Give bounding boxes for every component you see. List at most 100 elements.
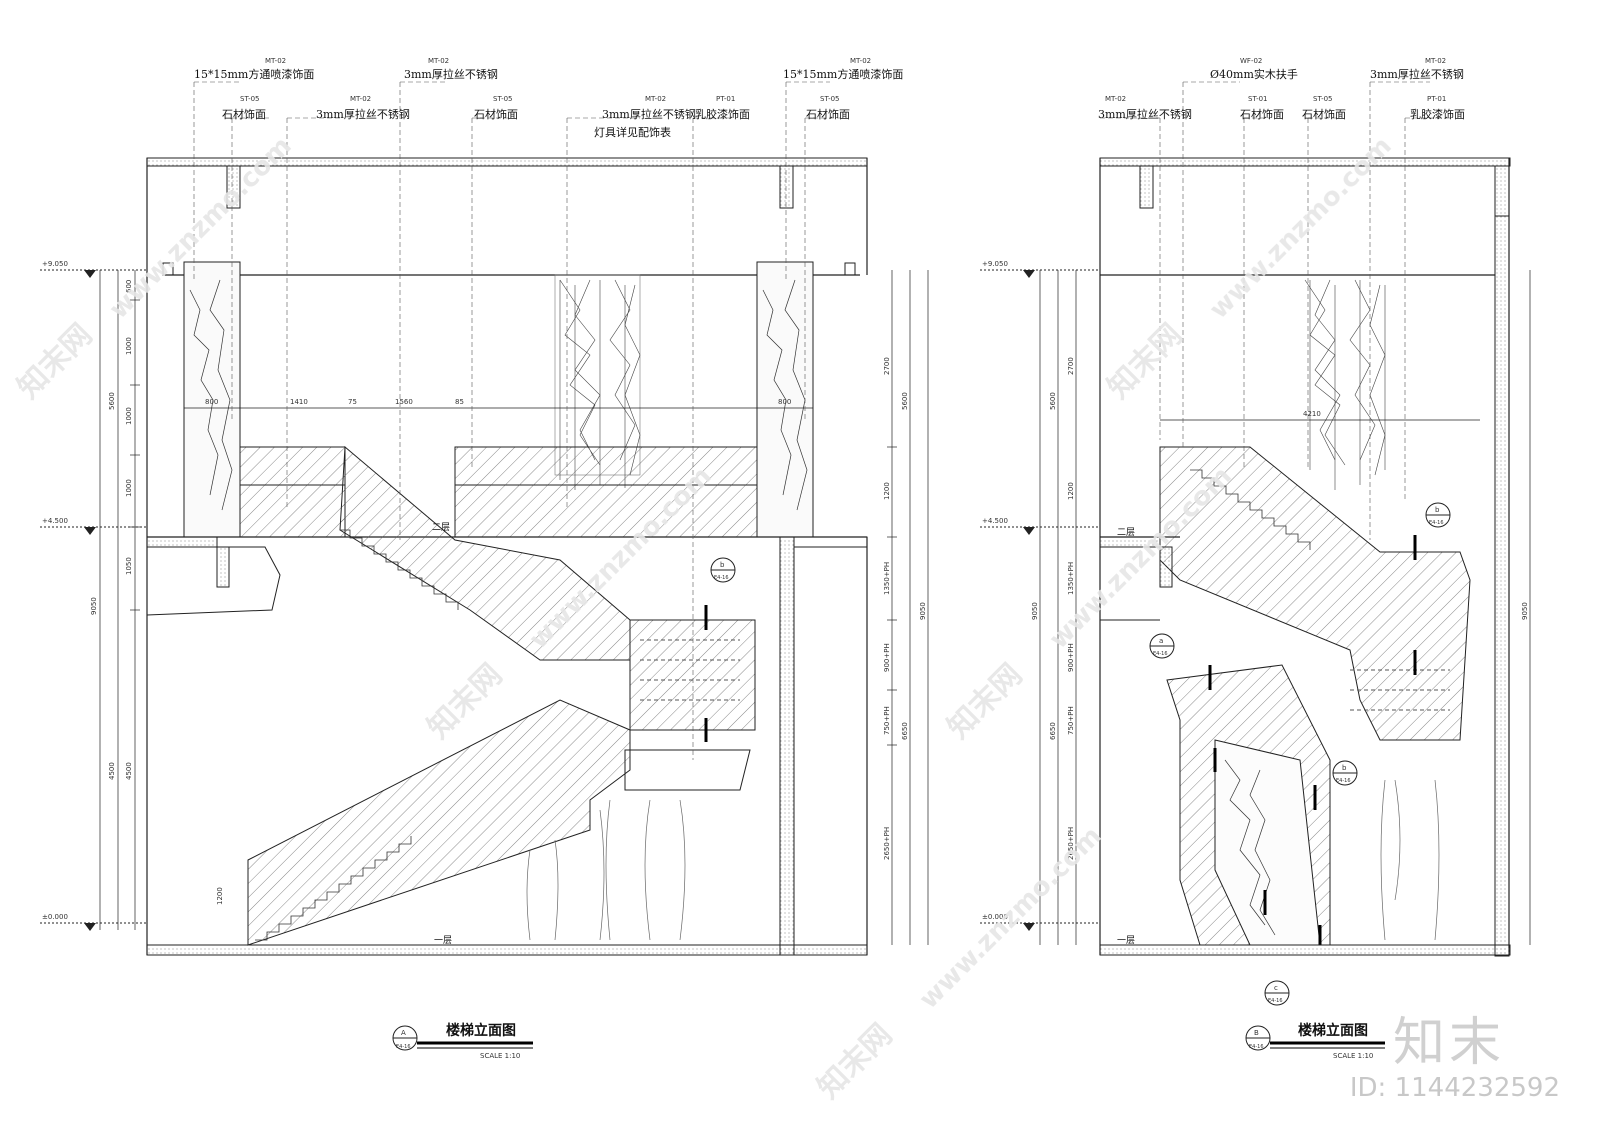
svg-text:750+PH: 750+PH: [1067, 706, 1075, 735]
right-ceiling-slab: [1099, 157, 1511, 167]
svg-text:750+PH: 750+PH: [883, 706, 891, 735]
svg-text:a: a: [1159, 637, 1163, 645]
right-detail-bubble-b1[interactable]: b E4-16: [1425, 502, 1451, 528]
svg-text:85: 85: [455, 398, 464, 406]
svg-text:石材饰面: 石材饰面: [474, 107, 518, 121]
svg-text:900+PH: 900+PH: [883, 643, 891, 672]
svg-text:5600: 5600: [108, 392, 116, 410]
left-level-marks: +9.050 +4.500 ±0.000: [40, 260, 147, 931]
svg-text:E4-16: E4-16: [1429, 520, 1444, 526]
svg-text:+9.050: +9.050: [42, 260, 68, 268]
svg-text:ST-05: ST-05: [493, 95, 513, 103]
svg-text:2700: 2700: [1067, 357, 1075, 375]
svg-text:PT-01: PT-01: [716, 95, 735, 103]
svg-text:E4-16: E4-16: [1153, 651, 1168, 657]
svg-text:4500: 4500: [125, 762, 133, 780]
svg-text:ST-05: ST-05: [240, 95, 260, 103]
svg-text:c: c: [1274, 984, 1278, 992]
svg-text:3mm厚拉丝不锈钢: 3mm厚拉丝不锈钢: [1370, 67, 1464, 81]
svg-text:6650: 6650: [1049, 722, 1057, 740]
right-chandelier: [1304, 279, 1386, 490]
svg-text:E4-16: E4-16: [1249, 1044, 1264, 1050]
svg-text:15*15mm方通喷漆饰面: 15*15mm方通喷漆饰面: [194, 67, 314, 81]
svg-text:乳胶漆饰面: 乳胶漆饰面: [695, 107, 750, 121]
svg-text:5600: 5600: [1049, 392, 1057, 410]
svg-text:石材饰面: 石材饰面: [222, 107, 266, 121]
svg-text:1350+PH: 1350+PH: [883, 562, 891, 595]
svg-text:9050: 9050: [919, 602, 927, 620]
svg-text:1000: 1000: [125, 337, 133, 355]
svg-text:1200: 1200: [216, 887, 224, 905]
image-id-watermark: ID: 1144232592: [1349, 1073, 1560, 1103]
svg-text:灯具详见配饰表: 灯具详见配饰表: [594, 125, 671, 139]
left-elevation-title: A E4-16 楼梯立面图 SCALE 1:10: [392, 1022, 533, 1060]
svg-text:800: 800: [778, 398, 791, 406]
svg-text:+4.500: +4.500: [42, 517, 68, 525]
svg-text:A: A: [401, 1029, 406, 1037]
svg-text:石材饰面: 石材饰面: [806, 107, 850, 121]
svg-text:b: b: [1342, 764, 1347, 772]
svg-text:ST-01: ST-01: [1248, 95, 1268, 103]
svg-text:900+PH: 900+PH: [1067, 643, 1075, 672]
svg-text:MT-02: MT-02: [850, 57, 871, 65]
svg-text:1200: 1200: [1067, 482, 1075, 500]
right-detail-bubble-b2[interactable]: b E4-16: [1332, 760, 1358, 786]
svg-text:600: 600: [125, 280, 133, 293]
svg-text:MT-02: MT-02: [1425, 57, 1446, 65]
svg-text:楼梯立面图: 楼梯立面图: [446, 1022, 516, 1039]
svg-text:+4.500: +4.500: [982, 517, 1008, 525]
svg-text:3mm厚拉丝不锈钢: 3mm厚拉丝不锈钢: [602, 107, 696, 121]
svg-text:二层: 二层: [1117, 527, 1135, 538]
svg-text:E4-16: E4-16: [1336, 778, 1351, 784]
svg-text:E4-16: E4-16: [714, 575, 729, 581]
svg-text:b: b: [1435, 506, 1440, 514]
right-detail-bubble-c[interactable]: c E4-16: [1264, 980, 1290, 1006]
svg-text:75: 75: [348, 398, 357, 406]
svg-text:MT-02: MT-02: [265, 57, 286, 65]
svg-text:5600: 5600: [901, 392, 909, 410]
svg-text:一层: 一层: [434, 935, 452, 946]
svg-text:一层: 一层: [1117, 935, 1135, 946]
svg-text:MT-02: MT-02: [428, 57, 449, 65]
svg-text:石材饰面: 石材饰面: [1240, 107, 1284, 121]
svg-text:Ø40mm实木扶手: Ø40mm实木扶手: [1210, 67, 1298, 81]
svg-text:二层: 二层: [432, 522, 450, 533]
svg-text:E4-16: E4-16: [1268, 998, 1283, 1004]
svg-text:1410: 1410: [290, 398, 308, 406]
svg-text:9050: 9050: [90, 597, 98, 615]
right-detail-bubble-a[interactable]: a E4-16: [1149, 633, 1175, 659]
svg-text:SCALE 1:10: SCALE 1:10: [1333, 1052, 1373, 1060]
left-detail-bubble-b[interactable]: b E4-16: [710, 557, 736, 583]
svg-text:1200: 1200: [883, 482, 891, 500]
svg-text:PT-01: PT-01: [1427, 95, 1446, 103]
svg-text:知末网: 知末网: [1101, 317, 1189, 405]
svg-text:3mm厚拉丝不锈钢: 3mm厚拉丝不锈钢: [316, 107, 410, 121]
svg-text:MT-02: MT-02: [1105, 95, 1126, 103]
svg-text:楼梯立面图: 楼梯立面图: [1298, 1022, 1368, 1039]
svg-text:1350+PH: 1350+PH: [1067, 562, 1075, 595]
svg-text:1050: 1050: [125, 557, 133, 575]
svg-text:b: b: [720, 561, 725, 569]
svg-text:9050: 9050: [1031, 602, 1039, 620]
svg-text:WF-02: WF-02: [1240, 57, 1262, 65]
svg-text:1000: 1000: [125, 407, 133, 425]
svg-text:2650+PH: 2650+PH: [1067, 827, 1075, 860]
svg-text:3mm厚拉丝不锈钢: 3mm厚拉丝不锈钢: [1098, 107, 1192, 121]
svg-text:6650: 6650: [901, 722, 909, 740]
svg-text:MT-02: MT-02: [350, 95, 371, 103]
svg-text:ST-05: ST-05: [820, 95, 840, 103]
svg-text:±0.000: ±0.000: [982, 913, 1008, 921]
svg-text:4210: 4210: [1303, 410, 1321, 418]
right-elevation: +9.050 +4.500 ±0.000 2700 5600 1200 1350…: [980, 57, 1531, 1060]
left-stone-column-1: [183, 261, 241, 538]
svg-text:+9.050: +9.050: [982, 260, 1008, 268]
svg-text:E4-16: E4-16: [396, 1044, 411, 1050]
svg-text:15*15mm方通喷漆饰面: 15*15mm方通喷漆饰面: [783, 67, 903, 81]
svg-text:乳胶漆饰面: 乳胶漆饰面: [1410, 107, 1465, 121]
right-stair-flight-upper: [1159, 446, 1471, 741]
svg-text:ST-05: ST-05: [1313, 95, 1333, 103]
right-ground-slab: [1099, 944, 1511, 956]
svg-text:1560: 1560: [395, 398, 413, 406]
svg-text:知末网: 知末网: [811, 1017, 899, 1105]
svg-text:800: 800: [205, 398, 218, 406]
